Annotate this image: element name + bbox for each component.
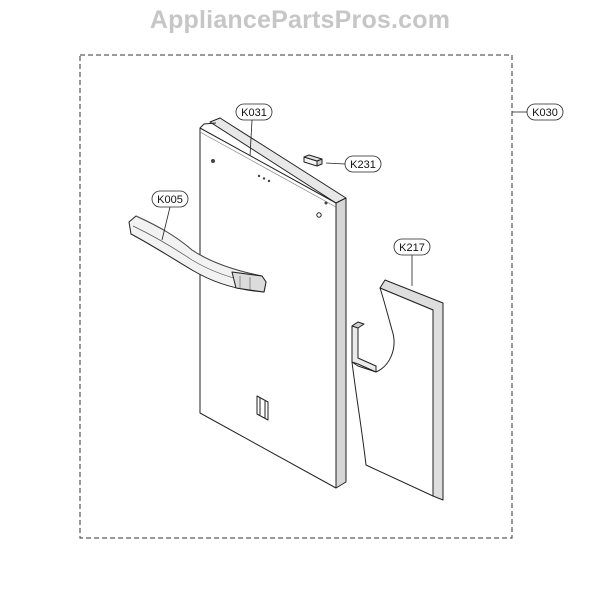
callout-label-k217: K217 — [399, 242, 425, 254]
watermark-text: AppliancePartsPros.com — [149, 6, 451, 34]
callout-label-k031: K031 — [241, 107, 267, 119]
callout-label-k030: K030 — [532, 107, 558, 119]
bracket-part — [303, 154, 323, 167]
callout-k030: K030 — [526, 103, 564, 121]
callout-k231: K231 — [344, 155, 382, 173]
leader-lines — [161, 111, 527, 286]
assembly-boundary — [79, 54, 513, 539]
callout-label-k231: K231 — [350, 159, 376, 171]
cover-panel — [351, 279, 444, 501]
callout-k005: K005 — [151, 190, 189, 208]
callout-label-k005: K005 — [157, 194, 183, 206]
door-panel — [199, 117, 347, 489]
callout-k031: K031 — [235, 103, 273, 121]
callout-k217: K217 — [393, 238, 431, 256]
